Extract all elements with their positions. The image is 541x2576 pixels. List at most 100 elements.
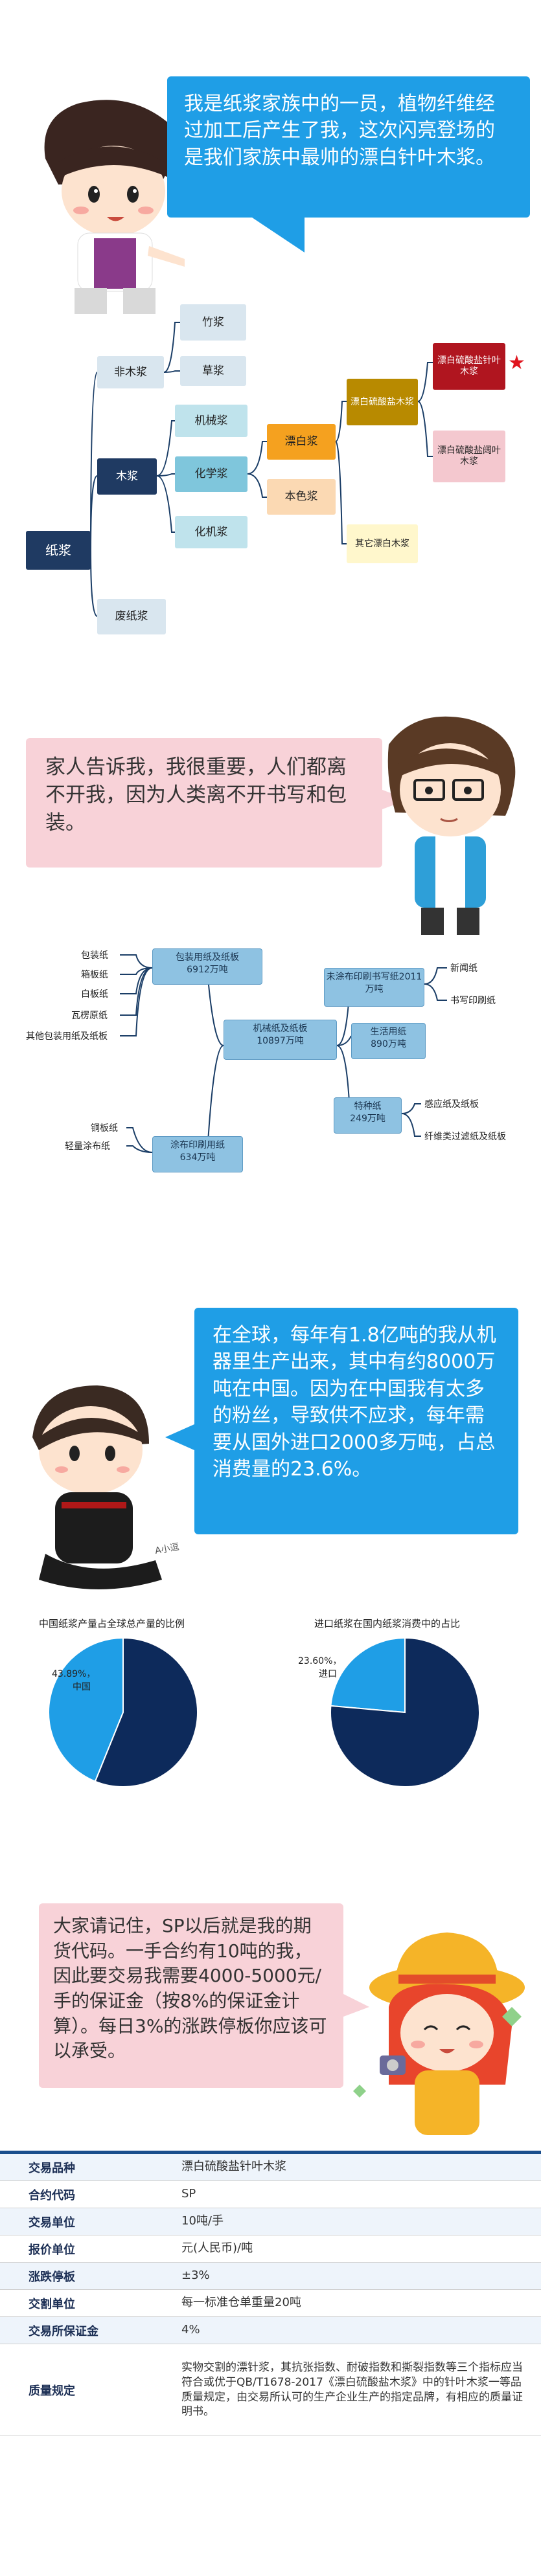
leaf-label: 纤维类过滤纸及纸板 [424,1132,506,1142]
mindmap-box-label: 生活用纸 890万吨 [370,1027,407,1049]
table-row: 质量规定 实物交割的漂针浆，其抗张指数、耐破指数和撕裂指数等三个指标应当符合或优于… [0,2344,541,2436]
table-row: 交易品种 漂白硫酸盐针叶木浆 [0,2154,541,2181]
table-value: 漂白硫酸盐针叶木浆 [181,2160,286,2174]
table-row: 报价单位 元(人民币)/吨 [0,2235,541,2263]
table-value: 每一标准仓单重量20吨 [181,2296,301,2310]
table-key: 交易品种 [29,2161,75,2175]
tree-node-chemimech: 化机浆 [175,516,247,548]
table-key: 报价单位 [29,2243,75,2257]
tree-node-other-bleached: 其它漂白木浆 [347,524,418,563]
tree-node-label: 漂白硫酸盐木浆 [351,396,414,407]
table-value: 实物交割的漂针浆，其抗张指数、耐破指数和撕裂指数等三个指标应当符合或优于QB/T… [181,2360,523,2419]
mindmap-box-label: 特种纸 249万吨 [350,1101,386,1124]
table-key: 质量规定 [29,2384,75,2398]
leaf-label: 箱板纸 [81,970,108,980]
table-key: 交易单位 [29,2215,75,2230]
mindmap-uncoated: 未涂布印刷书写纸2011万吨 [324,968,424,1007]
section-global-production: 在全球，每年有1.8亿吨的我从机器里生产出来，其中有约8000万吨在中国。因为在… [0,1165,541,1813]
mindmap-center-label: 机械纸及纸板 10897万吨 [253,1024,308,1046]
sitting-boy-illustration: A小逗 [32,1385,180,1589]
pulp-tree-connectors [90,322,433,617]
tree-node-label: 漂白浆 [284,435,318,449]
tree-node-wastepaper: 废纸浆 [97,599,166,634]
table-row: 合约代码 SP [0,2181,541,2208]
tree-node-label: 废纸浆 [115,610,148,623]
tree-node-label: 竹浆 [202,315,224,329]
table-key: 交易所保证金 [29,2324,98,2338]
chart-title: 进口纸浆在国内纸浆消费中的占比 [314,1618,461,1630]
table-value: 4% [181,2323,200,2337]
bubble-tail [246,214,305,252]
tree-node-bamboo: 竹浆 [180,304,246,341]
mindmap-center: 机械纸及纸板 10897万吨 [224,1020,337,1060]
section-paper-usage: 家人告诉我，我很重要，人们都离不开我，因为人类离不开书写和包装。 [0,647,541,1172]
tree-node-label: 草浆 [202,364,224,377]
tree-node-label: 木浆 [116,469,138,483]
mindmap-box-label: 未涂布印刷书写纸2011万吨 [326,972,422,994]
pie-slice [48,1637,124,1782]
tree-node-label: 非木浆 [114,365,147,379]
leaf-label: 其他包装用纸及纸板 [26,1031,108,1042]
tree-node-label: 漂白硫酸盐针叶木浆 [437,355,501,377]
glasses-character-illustration [387,716,516,935]
table-key: 合约代码 [29,2188,75,2202]
speech-bubble: 我是纸浆家族中的一员，植物纤维经过加工后产生了我，这次闪亮登场的是我们家族中最帅… [167,76,530,218]
tree-node-chemical: 化学浆 [175,456,247,492]
leaf-label: 包装纸 [81,950,108,961]
speech-bubble-text: 大家请记住，SP以后就是我的期货代码。一手合约有10吨的我，因此要交易我需要40… [53,1915,327,2062]
tree-node-wood: 木浆 [97,458,157,495]
girl-with-hat-illustration [353,1932,525,2135]
mindmap-coated: 涂布印刷用纸 634万吨 [152,1136,243,1172]
tree-node-bleached-sulfate: 漂白硫酸盐木浆 [347,379,418,425]
mindmap-box-label: 包装用纸及纸板 6912万吨 [176,952,239,975]
table-value: SP [181,2187,196,2201]
boy-character-illustration [44,100,185,314]
leaf-label: 新闻纸 [450,963,478,974]
mindmap-packaging: 包装用纸及纸板 6912万吨 [152,948,262,985]
tree-node-label: 化机浆 [194,525,228,539]
tree-node-hardwood: 漂白硫酸盐阔叶木浆 [433,431,505,482]
table-key: 交割单位 [29,2297,75,2311]
tree-root-label: 纸浆 [45,543,71,558]
tree-node-label: 漂白硫酸盐阔叶木浆 [437,445,501,467]
pie-slice-label: 43.89%，中国 [52,1669,96,1692]
pie-slice [94,1637,198,1787]
table-row: 交易所保证金 4% [0,2317,541,2344]
mindmap-box-label: 涂布印刷用纸 634万吨 [170,1140,225,1163]
tree-root: 纸浆 [26,531,91,570]
tree-node-straw: 草浆 [180,356,246,386]
speech-bubble-text: 在全球，每年有1.8亿吨的我从机器里生产出来，其中有约8000万吨在中国。因为在… [213,1324,496,1481]
leaf-label: 轻量涂布纸 [65,1141,110,1152]
section-futures-code: 大家请记住，SP以后就是我的期货代码。一手合约有10吨的我，因此要交易我需要40… [0,1813,541,2149]
tree-node-bleached: 漂白浆 [267,424,336,460]
speech-bubble-text: 我是纸浆家族中的一员，植物纤维经过加工后产生了我，这次闪亮登场的是我们家族中最帅… [184,93,495,169]
tree-node-softwood: 漂白硫酸盐针叶木浆 [433,343,505,390]
chart-title: 中国纸浆产量占全球总产量的比例 [39,1618,185,1630]
table-row: 交割单位 每一标准仓单重量20吨 [0,2290,541,2317]
speech-bubble: 在全球，每年有1.8亿吨的我从机器里生产出来，其中有约8000万吨在中国。因为在… [194,1308,518,1534]
table-row: 涨跌停板±3% [0,2263,541,2290]
pie-slice [330,1637,480,1787]
leaf-label: 白板纸 [81,989,108,1000]
bubble-tail [343,1994,369,2017]
speech-bubble-text: 家人告诉我，我很重要，人们都离不开我，因为人类离不开书写和包装。 [45,756,347,834]
speech-bubble: 大家请记住，SP以后就是我的期货代码。一手合约有10吨的我，因此要交易我需要40… [39,1903,343,2088]
paper-mindmap-connectors [120,954,447,1153]
section-pulp-family: 我是纸浆家族中的一员，植物纤维经过加工后产生了我，这次闪亮登场的是我们家族中最帅… [0,0,541,647]
mindmap-special: 特种纸 249万吨 [334,1097,402,1134]
leaf-label: 铜板纸 [91,1123,118,1134]
tree-node-label: 机械浆 [194,414,228,427]
leaf-label: 瓦楞原纸 [71,1011,108,1021]
tree-node-label: 本色浆 [284,490,318,504]
speech-bubble: 家人告诉我，我很重要，人们都离不开我，因为人类离不开书写和包装。 [26,738,382,868]
table-row: 交易单位 10吨/手 [0,2208,541,2235]
leaf-label: 感应纸及纸板 [424,1099,479,1110]
tree-node-nonwood: 非木浆 [97,356,164,388]
pie-charts [48,1637,480,1787]
tree-node-label: 化学浆 [194,467,228,481]
leaf-label: 书写印刷纸 [450,996,496,1006]
pie-slice [330,1637,406,1714]
table-value: 元(人民币)/吨 [181,2241,253,2256]
table-value: 10吨/手 [181,2214,224,2228]
mindmap-household: 生活用纸 890万吨 [351,1023,426,1059]
